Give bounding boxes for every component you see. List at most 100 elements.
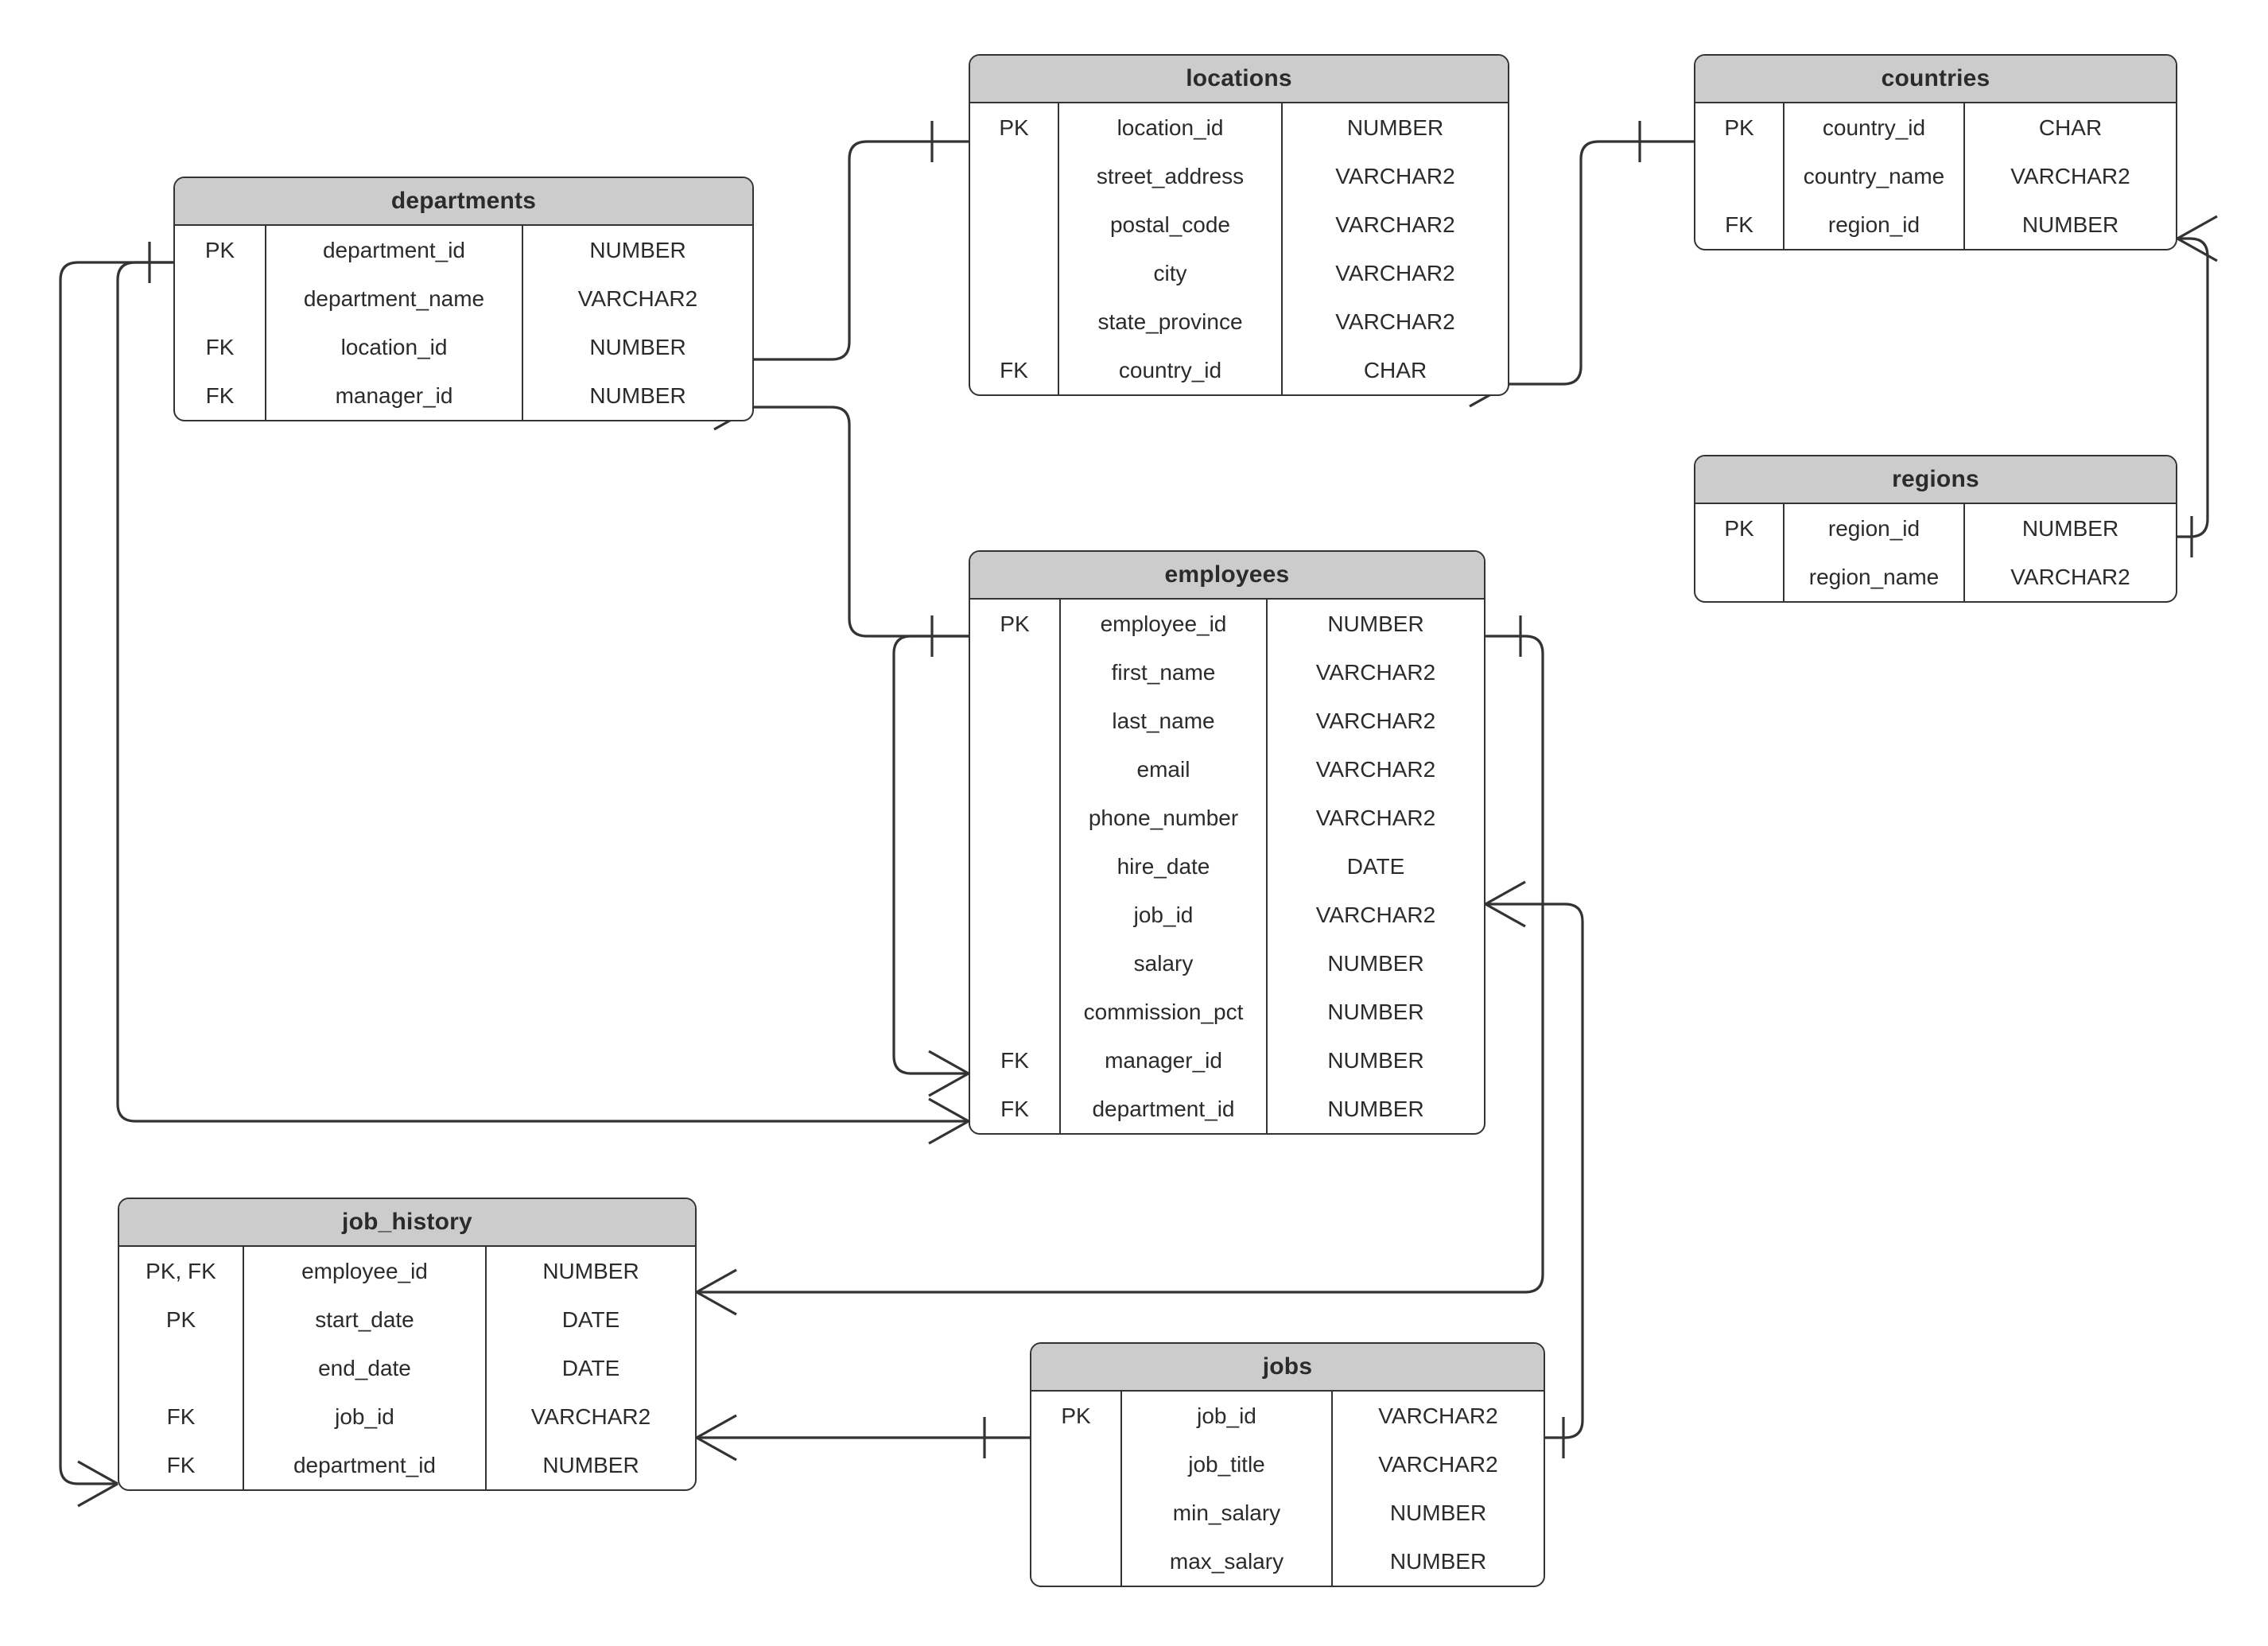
attribute-key: FK [119,1392,244,1441]
attribute-key [970,200,1059,249]
entity-title-employees: employees [970,552,1484,600]
attribute-key [1031,1489,1122,1537]
attribute-key: FK [1695,200,1784,249]
attribute-key [970,842,1061,891]
attribute-type: NUMBER [589,237,686,262]
attribute-name: first_name [1061,648,1268,697]
attribute-name: department_id [244,1441,487,1489]
attribute-type: DATE [1346,853,1405,879]
attribute-name: last_name [1061,697,1268,745]
entity-title-countries: countries [1695,56,2176,103]
attribute-type: NUMBER [589,334,686,359]
attribute-type: VARCHAR2 [1378,1451,1498,1477]
attribute-name: phone_number [1061,794,1268,842]
attribute-key: PK [119,1295,244,1344]
attribute-row[interactable]: commission_pct NUMBER [970,988,1484,1036]
attribute-key [970,697,1061,745]
attribute-key: FK [119,1441,244,1489]
entity-title-locations: locations [970,56,1508,103]
attribute-row[interactable]: city VARCHAR2 [970,249,1508,297]
attribute-row[interactable]: hire_date DATE [970,842,1484,891]
attribute-key: FK [970,346,1059,394]
attribute-row[interactable]: last_name VARCHAR2 [970,697,1484,745]
attribute-type: VARCHAR2 [1315,708,1436,733]
attribute-key [970,297,1059,346]
attribute-type: VARCHAR2 [1335,163,1455,188]
attribute-type: NUMBER [1327,1096,1424,1121]
attribute-type: VARCHAR2 [1335,260,1455,285]
attribute-name: email [1061,745,1268,794]
attribute-key [119,1344,244,1392]
attribute-name: location_id [1059,103,1283,152]
attribute-name: city [1059,249,1283,297]
attribute-key: FK [970,1085,1061,1133]
attribute-name: start_date [244,1295,487,1344]
attribute-name: employee_id [1061,600,1268,648]
attribute-name: commission_pct [1061,988,1268,1036]
card-many-jobhistory-employee [696,1268,737,1316]
attribute-name: end_date [244,1344,487,1392]
attribute-name: location_id [266,323,523,371]
connector-employees-self [892,635,969,1075]
attribute-key: PK [970,600,1061,648]
attribute-name: salary [1061,939,1268,988]
attribute-key [970,152,1059,200]
attribute-type: NUMBER [1327,999,1424,1024]
attribute-key: FK [175,323,266,371]
entity-title-job_history: job_history [119,1199,695,1247]
attribute-type: VARCHAR2 [1378,1403,1498,1428]
attribute-name: region_name [1784,553,1965,601]
attribute-key: PK [1695,504,1784,553]
attribute-type: VARCHAR2 [530,1403,651,1429]
attribute-name: country_name [1784,152,1965,200]
attribute-type: VARCHAR2 [1335,309,1455,334]
attribute-name: hire_date [1061,842,1268,891]
attribute-name: job_id [1061,891,1268,939]
attribute-key [175,274,266,323]
attribute-key [970,794,1061,842]
attribute-name: job_id [244,1392,487,1441]
attribute-type: CHAR [1363,357,1427,382]
attribute-type: NUMBER [2021,515,2119,541]
attribute-type: NUMBER [542,1452,639,1477]
